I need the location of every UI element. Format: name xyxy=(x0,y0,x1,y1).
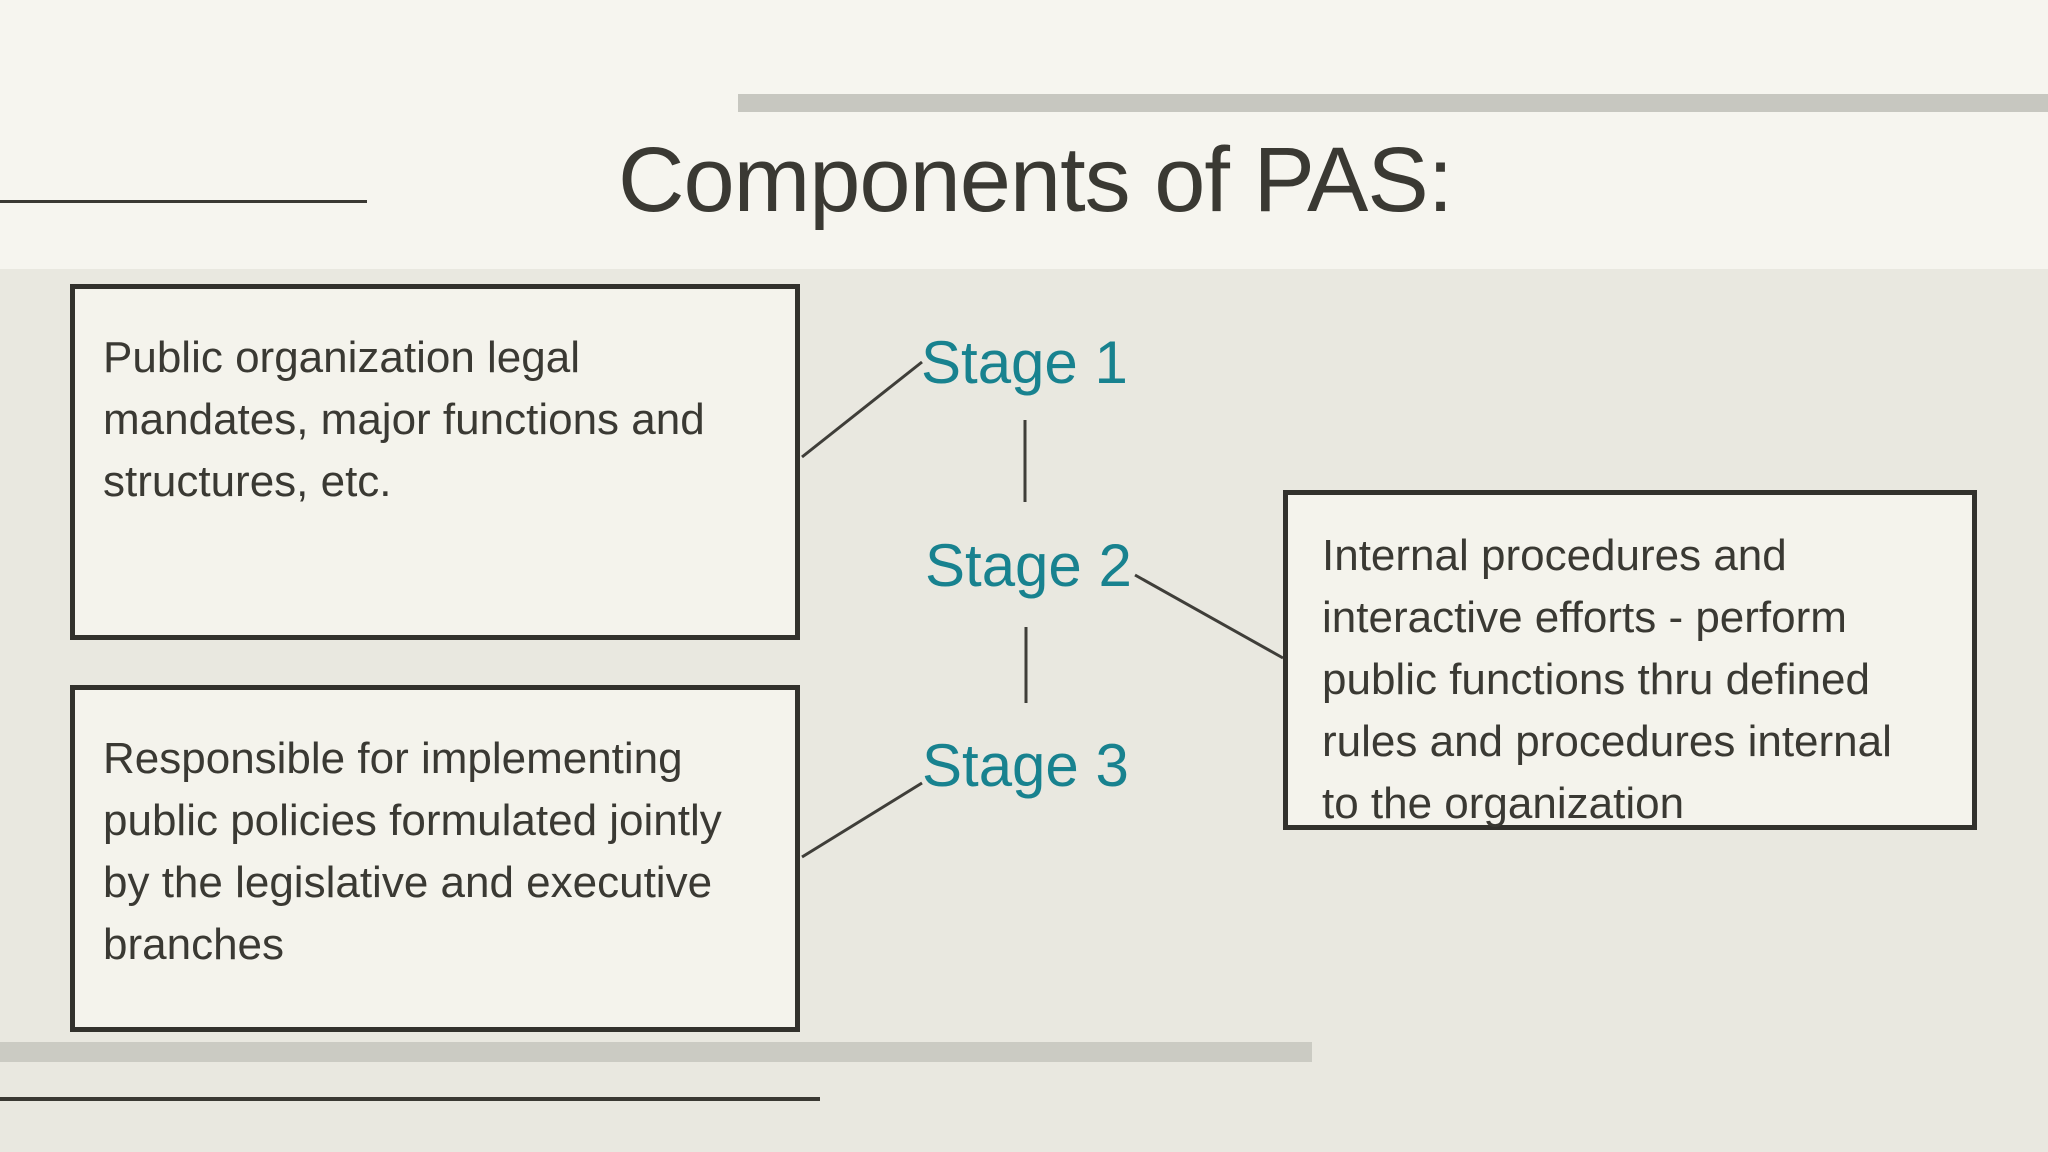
connector-box2-stage3 xyxy=(801,781,923,859)
stage-2-label: Stage 2 xyxy=(925,532,1132,599)
stage-3-label: Stage 3 xyxy=(922,732,1129,799)
box-internal-procedures: Internal procedures and interactive effo… xyxy=(1283,490,1977,830)
box-public-organization-text: Public organization legal mandates, majo… xyxy=(103,333,705,506)
bottom-rule xyxy=(0,1097,820,1101)
stage-1-label: Stage 1 xyxy=(921,329,1128,396)
connector-stage2-box3 xyxy=(1134,573,1284,660)
top-background-band xyxy=(0,0,2048,269)
connector-box1-stage1 xyxy=(801,360,923,459)
box-internal-procedures-text: Internal procedures and interactive effo… xyxy=(1322,531,1892,828)
top-accent-bar xyxy=(738,94,2048,112)
box-public-organization: Public organization legal mandates, majo… xyxy=(70,284,800,640)
page-title: Components of PAS: xyxy=(618,129,1453,231)
box-responsible: Responsible for implementing public poli… xyxy=(70,685,800,1032)
bottom-accent-bar xyxy=(0,1042,1312,1062)
box-responsible-text: Responsible for implementing public poli… xyxy=(103,734,722,969)
top-left-rule xyxy=(0,200,367,203)
